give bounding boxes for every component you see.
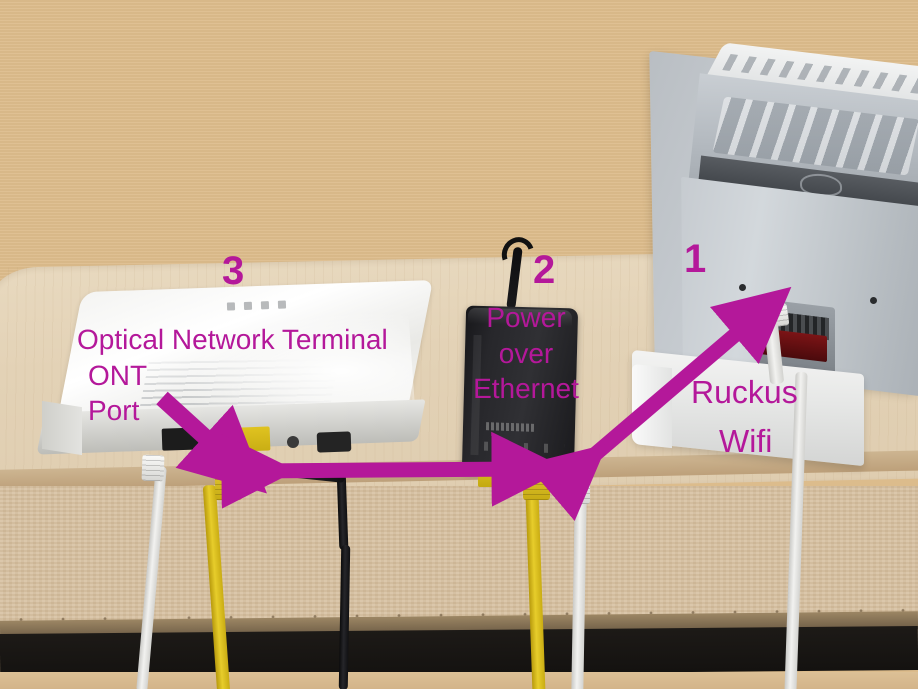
annotation-poe-line3: Ethernet (473, 373, 579, 404)
annotation-ont-line1: Optical Network Terminal (77, 324, 388, 355)
ruckus-screw-right (870, 297, 877, 304)
yellow-plug-poe (523, 462, 550, 500)
ont-led (243, 301, 253, 310)
annotation-ont-line3: Port (88, 395, 140, 426)
ont-port-black (161, 427, 205, 451)
ont-led (260, 301, 270, 310)
poe-port-yellow-data-in (478, 463, 510, 487)
annotation-ruckus-line1: Ruckus (691, 374, 798, 410)
annotation-number-1: 1 (684, 237, 707, 281)
ruckus-screw-left (739, 284, 746, 291)
white-plug-poe (565, 462, 590, 504)
annotation-poe-line1: Power (486, 302, 566, 333)
ont-left-side (42, 400, 82, 456)
poe-printed-label (485, 422, 535, 432)
yellow-plug-ont (214, 459, 243, 501)
annotation-poe-line2: over (498, 338, 554, 369)
ont-power-jack (287, 436, 299, 448)
ont-led (226, 302, 236, 311)
ruckus-stand-lip (632, 363, 672, 449)
ont-led (277, 300, 287, 309)
annotation-number-2: 2 (533, 248, 556, 292)
annotation-ruckus-line2: Wifi (719, 423, 773, 459)
white-plug-ont (141, 454, 165, 482)
annotation-ont-line2: ONT (88, 360, 148, 391)
ont-port-yellow-ethernet (239, 426, 271, 452)
ont-port-secondary (316, 431, 352, 453)
annotation-number-3: 3 (222, 249, 245, 293)
optical-network-terminal-device (22, 279, 434, 471)
